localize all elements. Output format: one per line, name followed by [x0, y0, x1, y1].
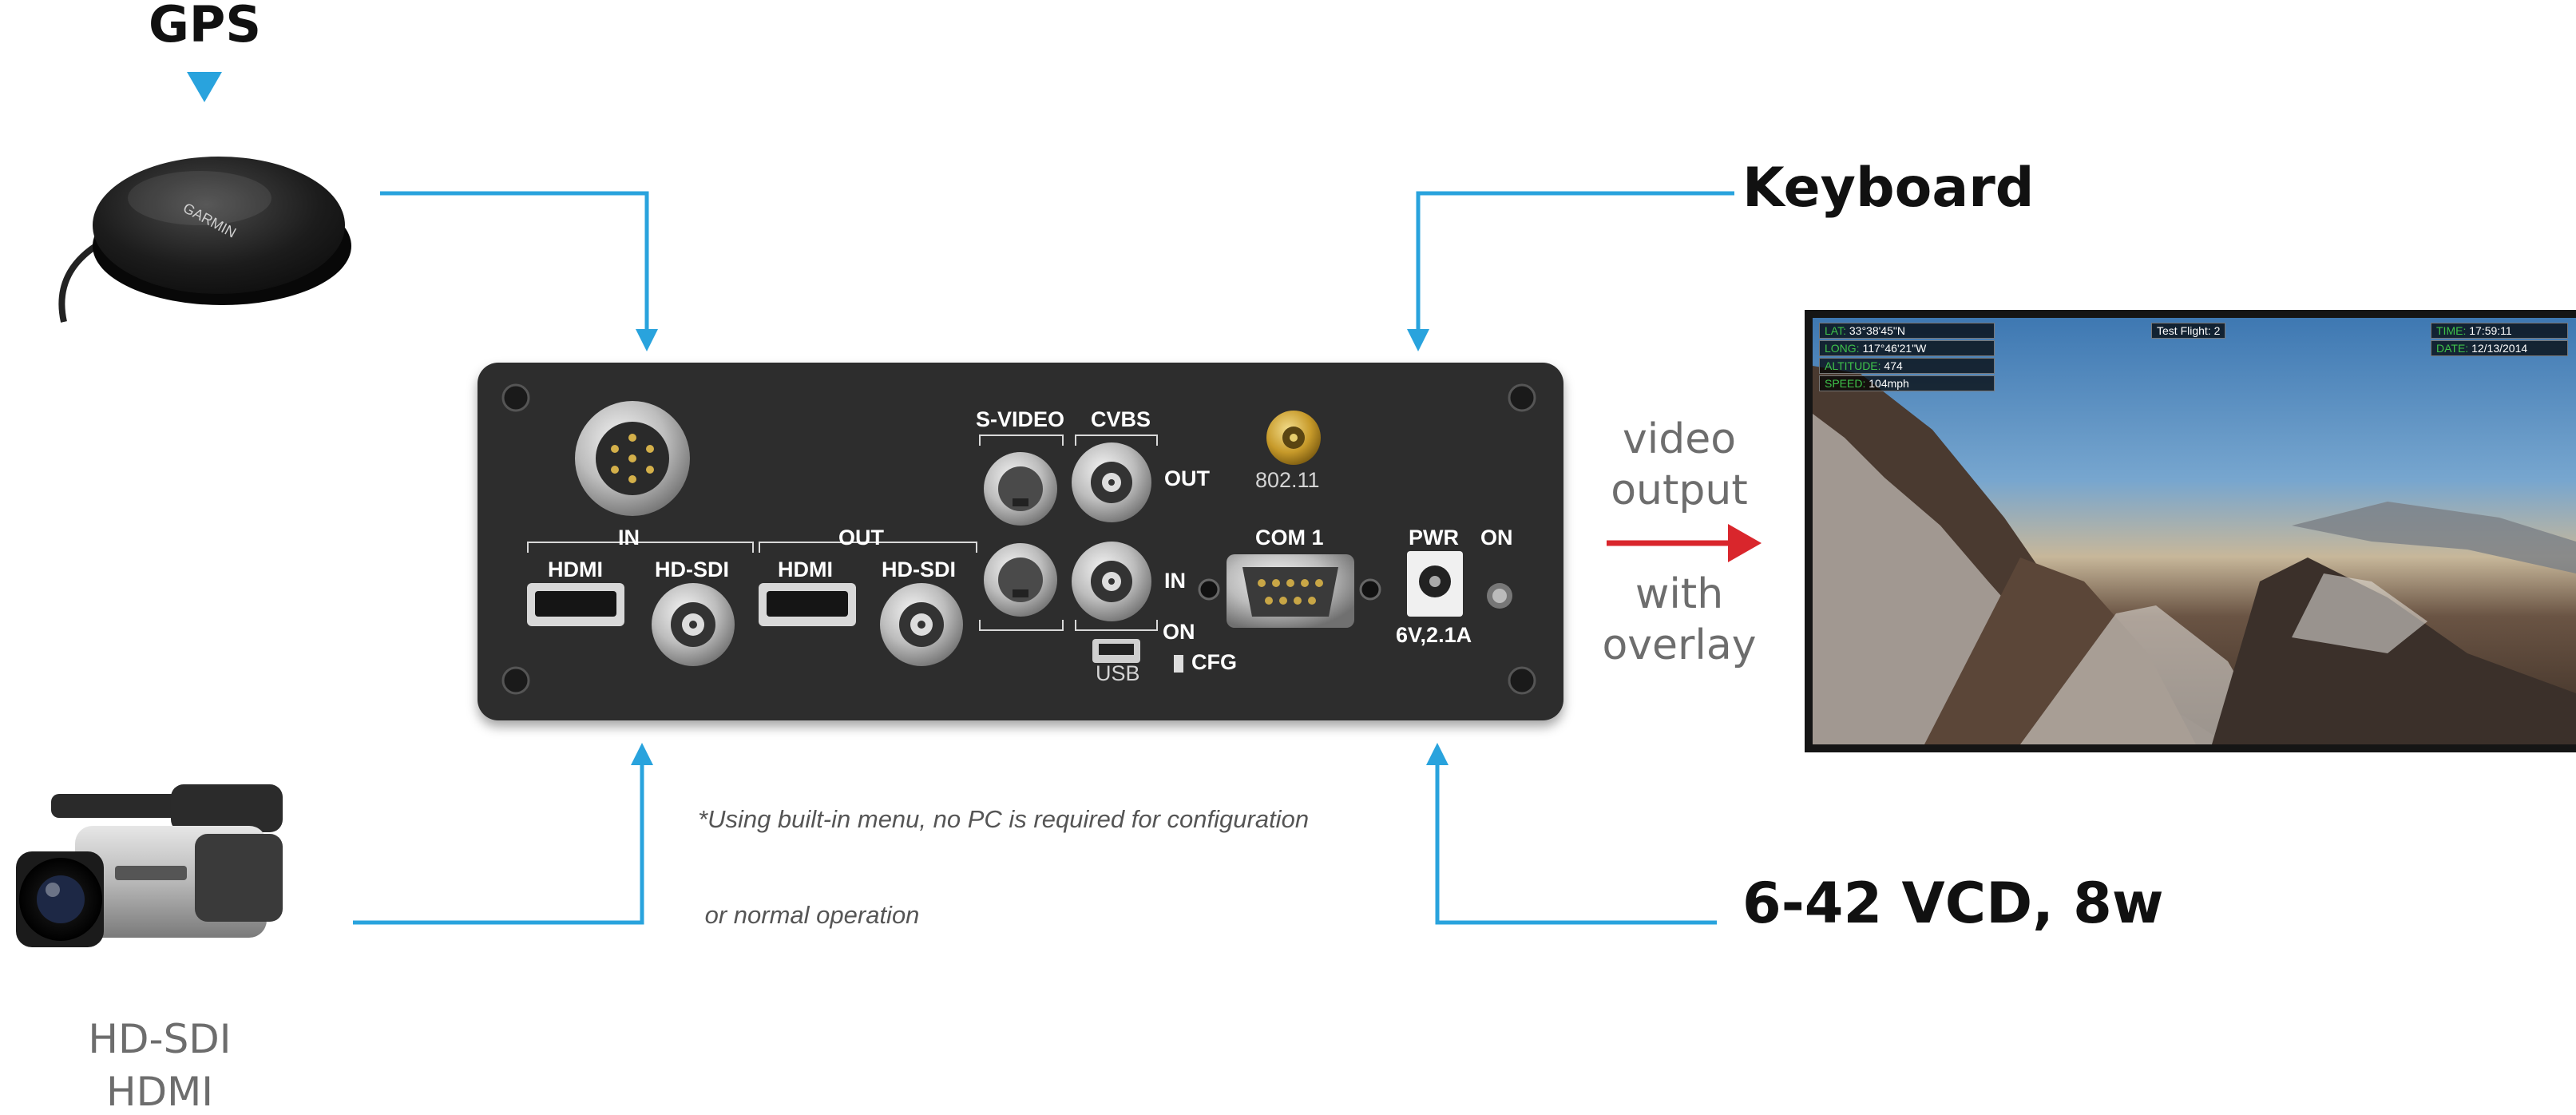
osd-speed-value: 104mph — [1869, 377, 1909, 390]
svideo-bracket — [979, 434, 1064, 446]
keyboard-label: Keyboard — [1742, 157, 2035, 220]
hdmi-in-label: HDMI — [548, 558, 603, 581]
cvbs-bracket-bottom — [1075, 620, 1158, 631]
in-circular-connector — [575, 401, 690, 516]
osd-date: DATE: 12/13/2014 — [2431, 340, 2568, 356]
pwr-rating-label: 6V,2.1A — [1396, 623, 1472, 647]
gps-connector — [380, 191, 649, 335]
svideo-bracket-bottom — [979, 620, 1064, 631]
cvbs-label: CVBS — [1091, 407, 1151, 431]
pwr-label: PWR — [1409, 526, 1459, 550]
hdsdi-out-label: HD-SDI — [882, 558, 956, 581]
out-label: OUT — [838, 526, 884, 550]
video-output-word-2: output — [1611, 466, 1748, 514]
mountain-scene — [1813, 366, 2576, 744]
hdsdi-in-bnc — [652, 583, 735, 666]
osd-date-key: DATE: — [2436, 342, 2469, 355]
antenna-label: 802.11 — [1255, 468, 1320, 492]
cvbs-in-label: IN — [1164, 569, 1186, 593]
corner-screws — [501, 383, 1536, 695]
svideo-port-top — [984, 452, 1057, 526]
usb-on-label: ON — [1163, 620, 1195, 644]
osd-lat: LAT: 33°38'45"N — [1819, 323, 1995, 339]
camera-arrowhead — [631, 743, 653, 765]
osd-lat-key: LAT: — [1825, 324, 1846, 337]
osd-time-key: TIME: — [2436, 324, 2467, 337]
hdmi-in-port — [527, 583, 624, 626]
power-arrowhead — [1426, 743, 1449, 765]
gps-arrowhead — [636, 329, 658, 351]
osd-time-value: 17:59:11 — [2469, 324, 2512, 337]
device-rear-panel: IN OUT HDMI HD-SDI HDMI HD-SDI S-VIDEO C… — [478, 363, 1563, 720]
video-output-word-3: with — [1635, 570, 1724, 618]
osd-title: Test Flight: 2 — [2151, 323, 2226, 339]
out-bracket — [759, 542, 977, 553]
hdsdi-out-bnc — [880, 583, 963, 666]
output-arrowhead — [1728, 524, 1762, 562]
footnote-line-2: or normal operation — [698, 901, 920, 929]
svideo-port-bottom — [984, 543, 1057, 617]
on-label: ON — [1480, 526, 1513, 550]
power-label: 6-42 VCD, 8w — [1742, 871, 2164, 936]
video-output-word-4: overlay — [1602, 621, 1757, 669]
com1-label: COM 1 — [1255, 526, 1324, 550]
power-connector — [1435, 759, 1717, 925]
cvbs-out-bnc — [1072, 442, 1151, 522]
usb-port — [1092, 639, 1140, 663]
wifi-sma-connector — [1266, 411, 1321, 465]
osd-altitude: ALTITUDE: 474 — [1819, 358, 1995, 374]
osd-long: LONG: 117°46'21"W — [1819, 340, 1995, 356]
video-frame: LAT: 33°38'45"N LONG: 117°46'21"W ALTITU… — [1813, 318, 2576, 744]
camera-label-line2: HDMI — [106, 1069, 213, 1115]
cfg-switch — [1174, 655, 1183, 673]
in-bracket — [527, 542, 754, 553]
keyboard-connector — [1416, 191, 1734, 335]
camera-connector — [353, 759, 644, 925]
osd-alt-value: 474 — [1884, 359, 1903, 372]
osd-speed-key: SPEED: — [1825, 377, 1866, 390]
gps-antenna-image: GARMIN — [58, 157, 351, 323]
video-monitor: LAT: 33°38'45"N LONG: 117°46'21"W ALTITU… — [1805, 310, 2576, 752]
hdsdi-in-label: HD-SDI — [655, 558, 729, 581]
video-output-label: video output with overlay — [1587, 414, 1771, 671]
camera-label-line1: HD-SDI — [88, 1016, 232, 1062]
osd-long-value: 117°46'21"W — [1862, 342, 1927, 355]
gps-down-triangle — [187, 72, 222, 102]
device-artwork — [501, 383, 1536, 695]
hdmi-out-port — [759, 583, 856, 626]
video-output-word-1: video — [1622, 415, 1737, 463]
svideo-label: S-VIDEO — [976, 407, 1065, 431]
cvbs-in-bnc — [1072, 542, 1151, 621]
osd-date-value: 12/13/2014 — [2471, 342, 2528, 355]
osd-alt-key: ALTITUDE: — [1825, 359, 1881, 372]
hdmi-out-label: HDMI — [778, 558, 833, 581]
keyboard-arrowhead — [1407, 329, 1429, 351]
cvbs-bracket — [1075, 434, 1158, 446]
cvbs-out-label: OUT — [1164, 466, 1210, 490]
usb-label: USB — [1096, 661, 1140, 685]
com1-db9-port — [1227, 554, 1354, 628]
osd-lat-value: 33°38'45"N — [1849, 324, 1905, 337]
osd-time: TIME: 17:59:11 — [2431, 323, 2568, 339]
camcorder-image — [16, 784, 283, 947]
osd-speed: SPEED: 104mph — [1819, 375, 1995, 391]
footnote: *Using built-in menu, no PC is required … — [698, 740, 1309, 963]
in-label: IN — [618, 526, 640, 550]
gps-label: GPS — [149, 0, 261, 54]
osd-long-key: LONG: — [1825, 342, 1860, 355]
on-led — [1487, 583, 1512, 609]
footnote-line-1: *Using built-in menu, no PC is required … — [698, 805, 1310, 833]
power-jack — [1407, 551, 1463, 617]
cfg-label: CFG — [1191, 650, 1237, 674]
